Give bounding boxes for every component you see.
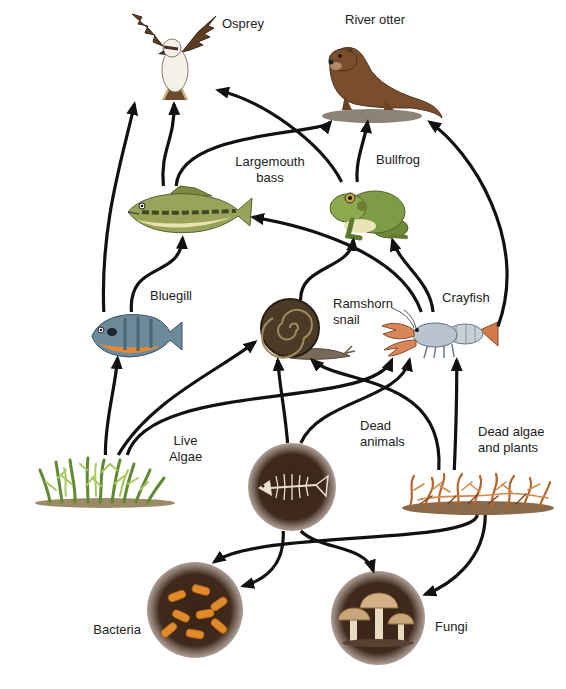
dead-animals-illustration xyxy=(248,443,336,531)
food-arrow xyxy=(214,515,477,562)
organism-node: Largemouth bass xyxy=(125,186,253,238)
organism-node: Crayfish xyxy=(380,312,498,360)
food-arrow xyxy=(278,360,288,443)
organism-node: River otter xyxy=(318,40,442,122)
live-algae-illustration xyxy=(35,458,175,508)
food-arrow xyxy=(127,360,392,455)
organism-label: Crayfish xyxy=(442,290,512,306)
organism-label: Ramshorn snail xyxy=(333,296,401,327)
organism-label: Live Algae xyxy=(163,433,208,464)
organism-node: Fungi xyxy=(331,571,425,665)
food-arrow xyxy=(103,104,134,312)
food-arrow xyxy=(105,358,117,455)
food-arrow xyxy=(163,104,174,186)
organism-node: Ramshorn snail xyxy=(255,300,331,360)
organism-label: Bullfrog xyxy=(376,152,446,168)
crayfish-illustration xyxy=(382,308,498,358)
organism-node: Osprey xyxy=(130,12,218,104)
organism-label: River otter xyxy=(345,12,435,28)
dead-algae-illustration xyxy=(402,474,554,515)
food-arrow xyxy=(392,240,433,312)
organism-label: Bacteria xyxy=(75,622,141,638)
food-arrow xyxy=(301,360,410,443)
organism-label: Dead animals xyxy=(360,418,415,449)
food-arrow xyxy=(243,531,283,586)
food-arrow xyxy=(357,122,368,182)
organism-node: Bullfrog xyxy=(330,182,408,240)
food-arrow xyxy=(312,360,439,470)
bluegill-illustration xyxy=(92,315,182,357)
osprey-illustration xyxy=(132,14,216,100)
organism-label: Osprey xyxy=(222,16,292,32)
food-arrow xyxy=(301,240,354,300)
organism-label: Fungi xyxy=(435,619,505,635)
organism-label: Dead algae and plants xyxy=(478,424,554,455)
bacteria-illustration xyxy=(147,562,243,658)
food-arrow xyxy=(176,122,330,186)
food-arrow xyxy=(454,360,456,470)
organism-node: Dead animals xyxy=(248,443,336,531)
organism-node: Bacteria xyxy=(147,562,243,658)
fungi-illustration xyxy=(331,571,425,665)
bullfrog-illustration xyxy=(330,191,408,238)
organism-node: Bluegill xyxy=(90,312,182,358)
organism-label: Bluegill xyxy=(150,288,220,304)
organism-node: Live Algae xyxy=(35,455,163,507)
otter-illustration xyxy=(322,47,442,123)
organism-node: Dead algae and plants xyxy=(400,470,555,515)
food-arrow xyxy=(425,515,485,595)
bass-illustration xyxy=(128,186,252,233)
organism-label: Largemouth bass xyxy=(230,154,310,185)
